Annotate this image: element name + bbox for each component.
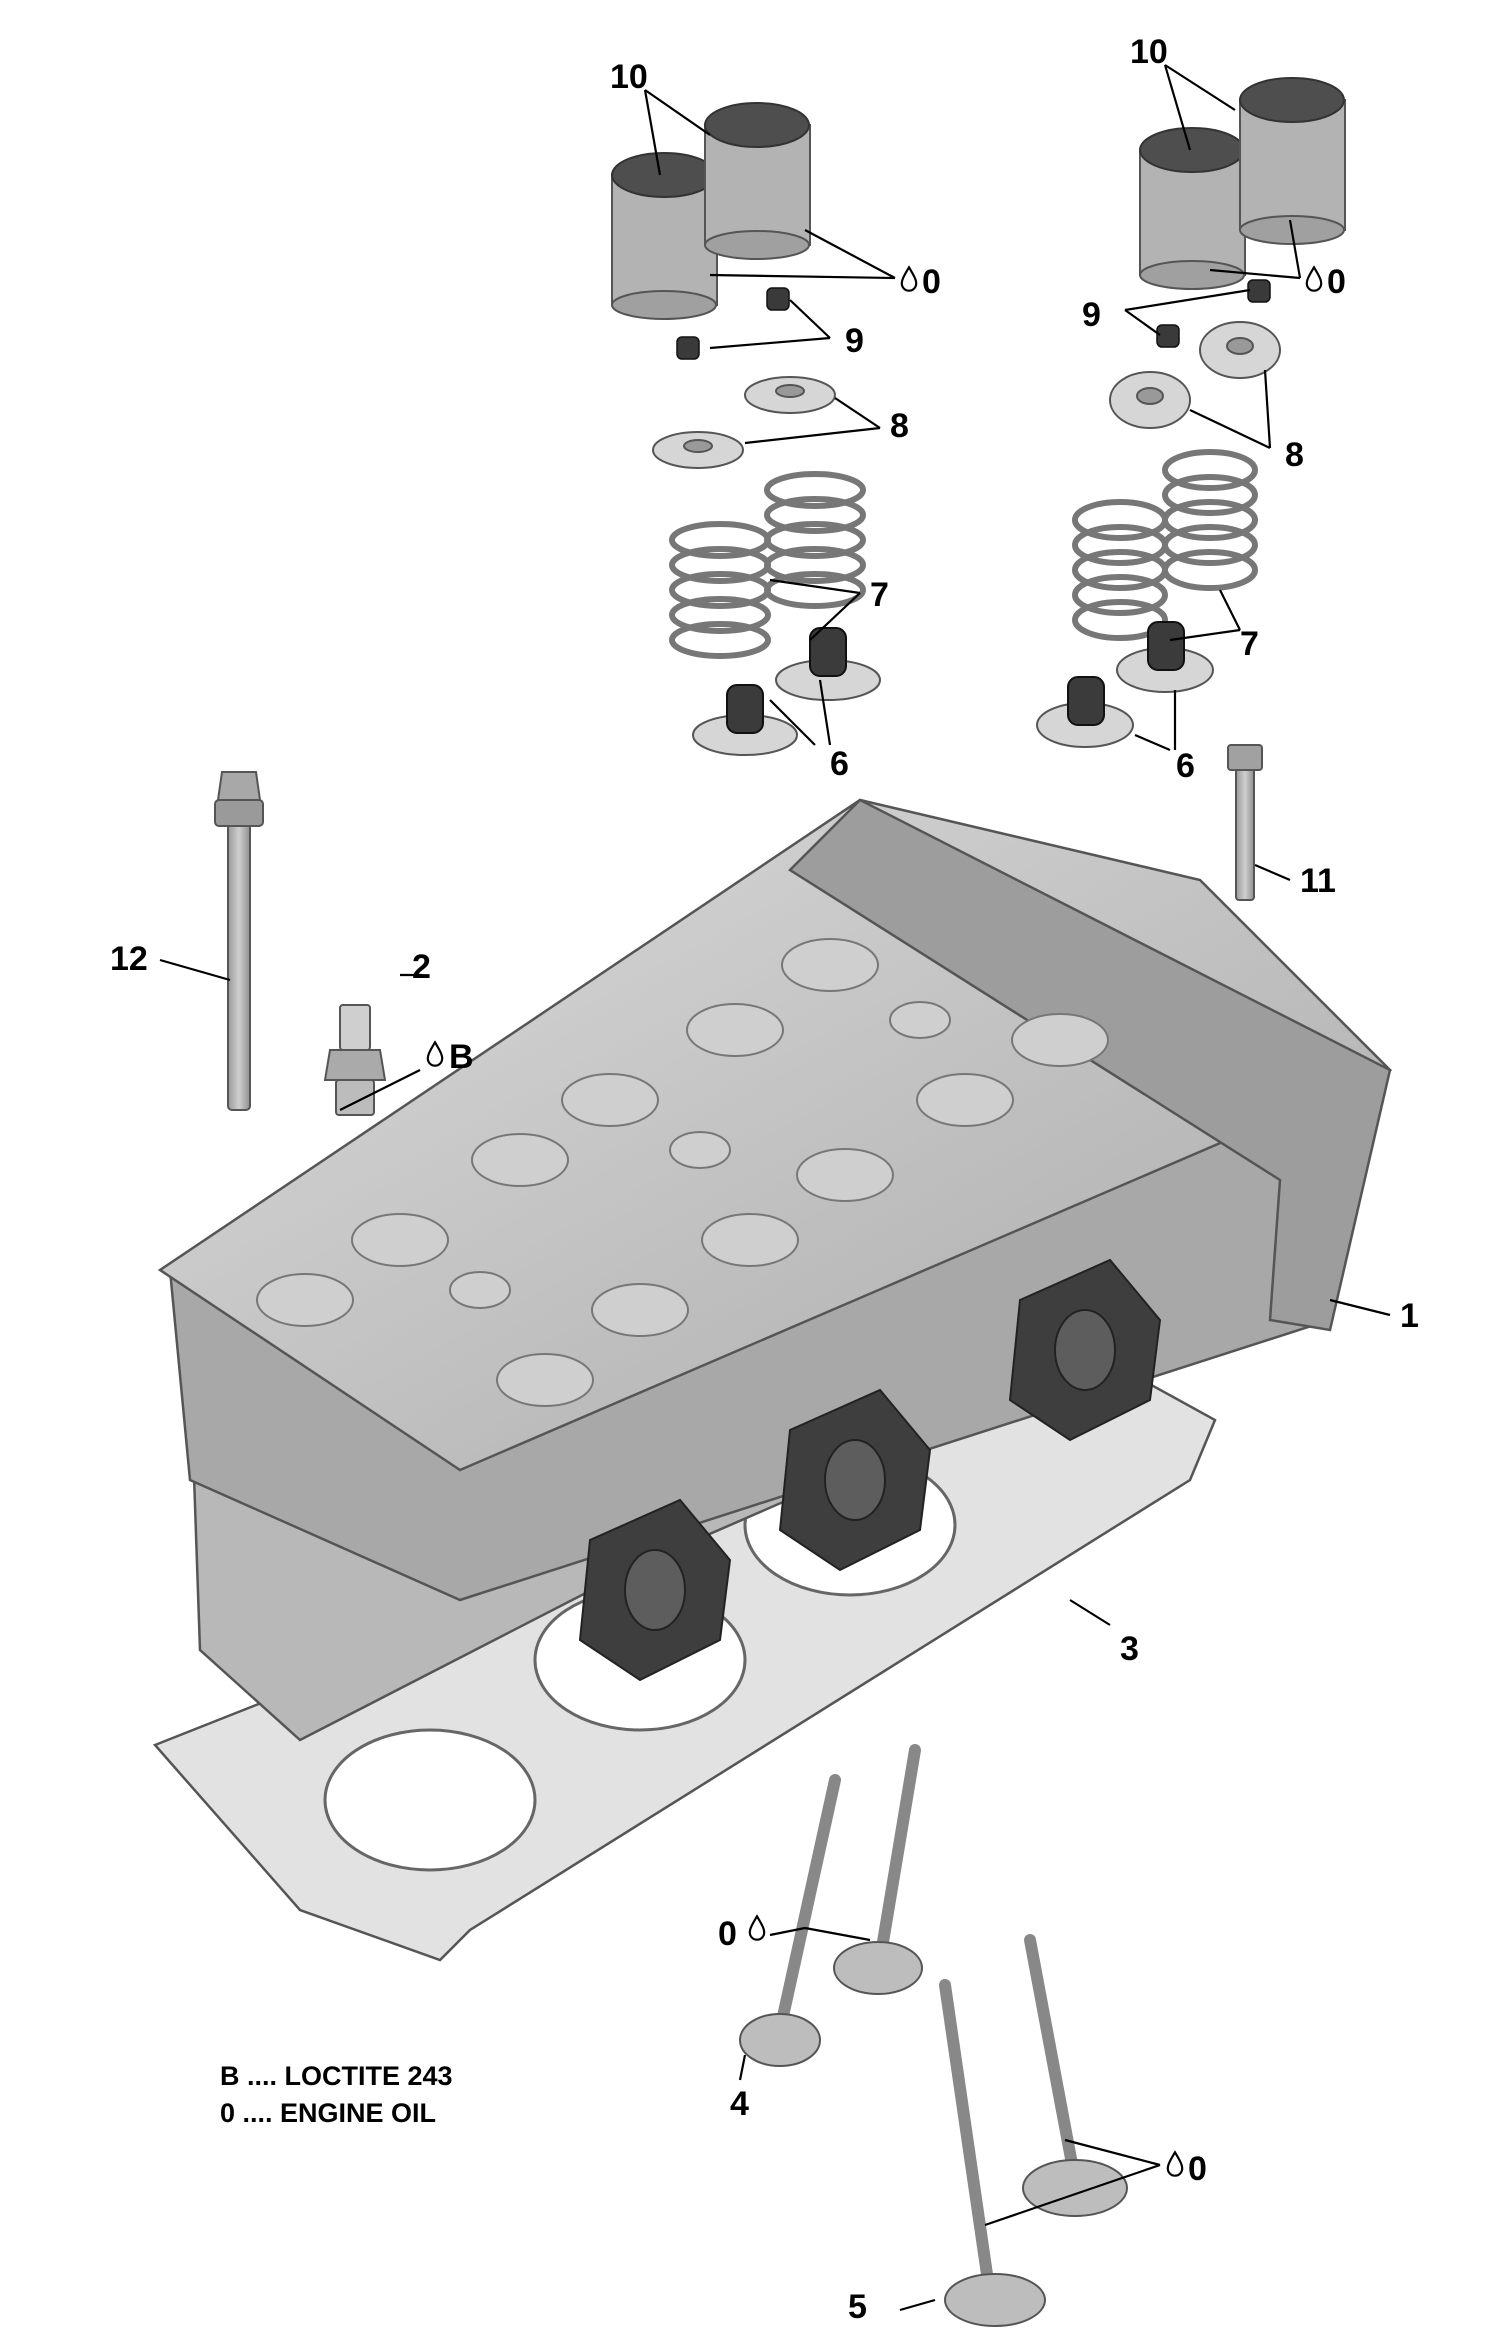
oil-label-exhaust-valve: 0 bbox=[1188, 2150, 1207, 2188]
callout-8-right: 8 bbox=[1285, 436, 1304, 474]
valve-keepers bbox=[676, 279, 1271, 360]
callout-labels: 1 2 3 4 5 6 6 7 7 8 8 9 9 10 10 11 12 0 … bbox=[110, 33, 1419, 2326]
callout-6-left: 6 bbox=[830, 745, 849, 783]
cylinder-head bbox=[157, 798, 1393, 1742]
valve-pockets bbox=[256, 938, 1109, 1407]
oil-label-tappet-right: 0 bbox=[1327, 263, 1346, 301]
valve-stem-seals bbox=[692, 621, 1214, 756]
exhaust-valves bbox=[939, 1934, 1128, 2327]
leader-lines bbox=[159, 64, 1391, 2312]
callout-5: 5 bbox=[848, 2288, 867, 2326]
bolt-short bbox=[1227, 744, 1263, 901]
head-bolt-long bbox=[214, 771, 264, 1111]
callout-10-right: 10 bbox=[1130, 33, 1168, 71]
exhaust-ports bbox=[578, 1258, 1162, 1682]
oil-drop-icon bbox=[1166, 2151, 1184, 2177]
callout-7-left: 7 bbox=[870, 576, 889, 614]
oil-label-intake-valve: 0 bbox=[718, 1915, 737, 1953]
spring-retainers bbox=[652, 321, 1281, 469]
oil-drop-icon bbox=[900, 266, 918, 292]
oil-drop-icon bbox=[1305, 266, 1323, 292]
legend: B .... LOCTITE 243 0 .... ENGINE OIL bbox=[220, 2058, 453, 2132]
oil-fitting bbox=[323, 1004, 387, 1116]
intake-valves bbox=[739, 1744, 923, 2067]
loctite-label: B bbox=[449, 1038, 474, 1076]
valve-springs bbox=[669, 449, 1258, 659]
legend-engine-oil: 0 .... ENGINE OIL bbox=[220, 2098, 437, 2128]
callout-3: 3 bbox=[1120, 1630, 1139, 1668]
callout-9-right: 9 bbox=[1082, 296, 1101, 334]
callout-12: 12 bbox=[110, 940, 148, 978]
callout-11: 11 bbox=[1300, 862, 1336, 900]
callout-9-left: 9 bbox=[845, 322, 864, 360]
legend-loctite: B .... LOCTITE 243 bbox=[220, 2061, 453, 2091]
callout-8-left: 8 bbox=[890, 407, 909, 445]
callout-1: 1 bbox=[1400, 1297, 1419, 1335]
callout-7-right: 7 bbox=[1240, 625, 1259, 663]
oil-label-tappet-left: 0 bbox=[922, 263, 941, 301]
callout-4: 4 bbox=[730, 2085, 749, 2123]
callout-2: 2 bbox=[412, 948, 431, 986]
tappets bbox=[611, 77, 1346, 320]
callout-10-left: 10 bbox=[610, 58, 648, 96]
oil-drop-icon bbox=[748, 1915, 766, 1941]
loctite-drop-icon bbox=[426, 1041, 444, 1067]
callout-6-right: 6 bbox=[1176, 747, 1195, 785]
